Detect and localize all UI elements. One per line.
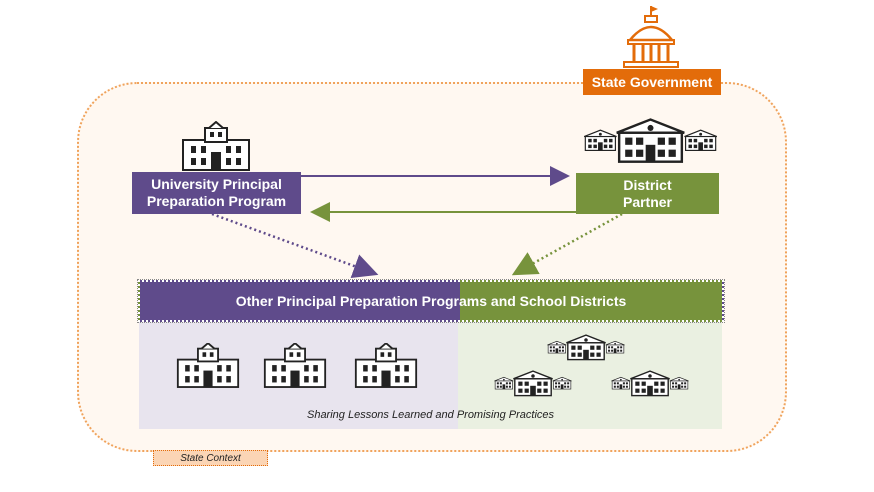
capitol-building-icon <box>623 6 679 68</box>
university-building-icon <box>181 121 251 172</box>
university-program-label: University Principal Preparation Program <box>132 172 301 214</box>
other-programs-header: Other Principal Preparation Programs and… <box>137 279 725 323</box>
state-government-label: State Government <box>583 69 721 95</box>
arrow-university-to-others <box>211 212 379 279</box>
other-districts-icons <box>494 335 688 396</box>
arrow-district-to-others <box>511 212 623 276</box>
state-context-label: State Context <box>153 450 268 466</box>
school-district-icon <box>584 120 717 162</box>
district-partner-label: District Partner <box>576 173 719 214</box>
sharing-caption: Sharing Lessons Learned and Promising Pr… <box>306 409 555 421</box>
other-universities-icons <box>176 343 418 388</box>
